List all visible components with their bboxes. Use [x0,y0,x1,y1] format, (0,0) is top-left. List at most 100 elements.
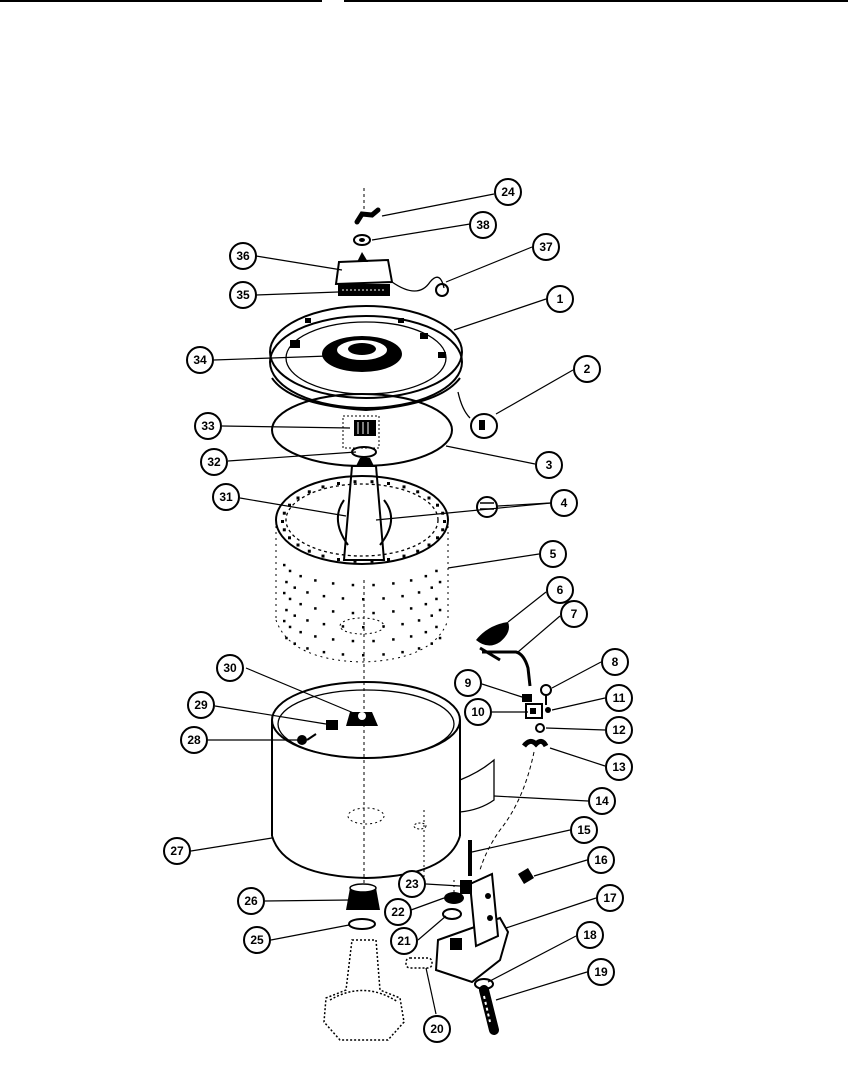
svg-text:33: 33 [201,419,215,433]
part-agitator-31 [337,458,392,561]
callout-1: 1 [546,285,574,313]
basket-hole [299,602,302,606]
basket-hole [424,574,428,578]
basket-hole [341,653,345,656]
svg-text:25: 25 [250,933,264,947]
part-cap-36 [334,252,394,286]
callout-2: 2 [573,355,601,383]
callout-4: 4 [550,489,578,517]
svg-text:38: 38 [476,218,490,232]
part-screw-16 [518,868,534,884]
svg-text:14: 14 [595,794,609,808]
callout-31: 31 [212,483,240,511]
callout-25: 25 [243,926,271,954]
part-bracket-2 [457,391,498,439]
svg-text:22: 22 [391,905,405,919]
basket-hole [314,607,317,610]
basket-rim-hole [443,520,446,523]
svg-text:4: 4 [561,496,568,510]
part-screw-28 [297,733,317,745]
callout-11: 11 [605,684,633,712]
svg-text:30: 30 [223,661,237,675]
part-screw-8 [540,684,552,705]
basket-rim-hole [441,528,445,532]
svg-text:16: 16 [594,853,608,867]
basket-hole [392,582,395,585]
basket-rim-hole [436,536,439,540]
callout-5: 5 [539,540,567,568]
basket-rim-hole [321,554,325,558]
dashed-link-lines [423,751,535,892]
part-nut-33 [342,415,380,449]
svg-text:26: 26 [244,894,258,908]
basket-rim-hole [353,559,357,563]
basket-rim-hole [387,482,390,485]
basket-hole [435,569,438,573]
basket-hole [351,639,355,643]
part-bolt-24 [354,207,381,225]
basket-hole [430,586,433,589]
part-ring-21 [442,908,462,920]
part-outer-tub-27 [271,681,461,880]
callout-10: 10 [464,698,492,726]
basket-rim-hole [307,490,311,494]
svg-text:13: 13 [612,760,626,774]
basket-hole [382,625,385,628]
callout-38: 38 [469,211,497,239]
basket-hole [293,642,296,645]
basket-rim-hole [416,549,420,553]
callout-30: 30 [216,654,244,682]
basket-rim-hole [321,485,325,489]
basket-rim-hole [427,543,431,547]
basket-hole [382,653,385,656]
svg-text:34: 34 [193,353,207,367]
basket-hole [299,630,302,634]
svg-text:15: 15 [577,823,591,837]
basket-hole [424,602,428,606]
callout-19: 19 [587,958,615,986]
basket-rim-hole [402,485,406,489]
svg-text:32: 32 [207,455,221,469]
basket-hole [392,610,395,613]
svg-text:19: 19 [594,965,608,979]
part-hub-34 [322,336,402,372]
callout-12: 12 [605,716,633,744]
svg-text:36: 36 [236,249,250,263]
basket-rim-hole [288,503,291,507]
basket-rim-hole [370,559,374,563]
callout-29: 29 [187,691,215,719]
callout-37: 37 [532,233,560,261]
callout-32: 32 [200,448,228,476]
basket-hole [438,580,442,584]
part-clip-12 [535,723,545,733]
basket-rim-hole [281,520,284,523]
basket-hole [314,579,317,582]
svg-text:28: 28 [187,733,201,747]
basket-hole [435,597,438,601]
basket-hole [322,594,326,598]
basket-hole [401,622,404,626]
callout-17: 17 [596,884,624,912]
basket-hole [362,626,365,629]
part-screw-4 [476,496,498,518]
part-transmission-outline [323,939,405,1041]
basket-rim-hole [288,536,291,540]
basket-rim-hole [282,528,286,532]
part-pump-17 [434,872,510,984]
part-spring-13 [522,738,549,748]
basket-rim-hole [416,490,420,494]
basket-hole [293,586,296,589]
basket-hole [293,614,296,617]
basket-hole [362,598,365,601]
part-tub-shroud-14 [459,758,495,813]
callout-18: 18 [576,921,604,949]
callout-36: 36 [229,242,257,270]
basket-hole [430,614,433,617]
basket-rim-hole [307,549,311,553]
part-bracket-10 [525,703,543,719]
basket-hole [438,608,442,612]
svg-text:17: 17 [603,891,617,905]
basket-hole [306,619,309,622]
svg-text:9: 9 [465,676,472,690]
